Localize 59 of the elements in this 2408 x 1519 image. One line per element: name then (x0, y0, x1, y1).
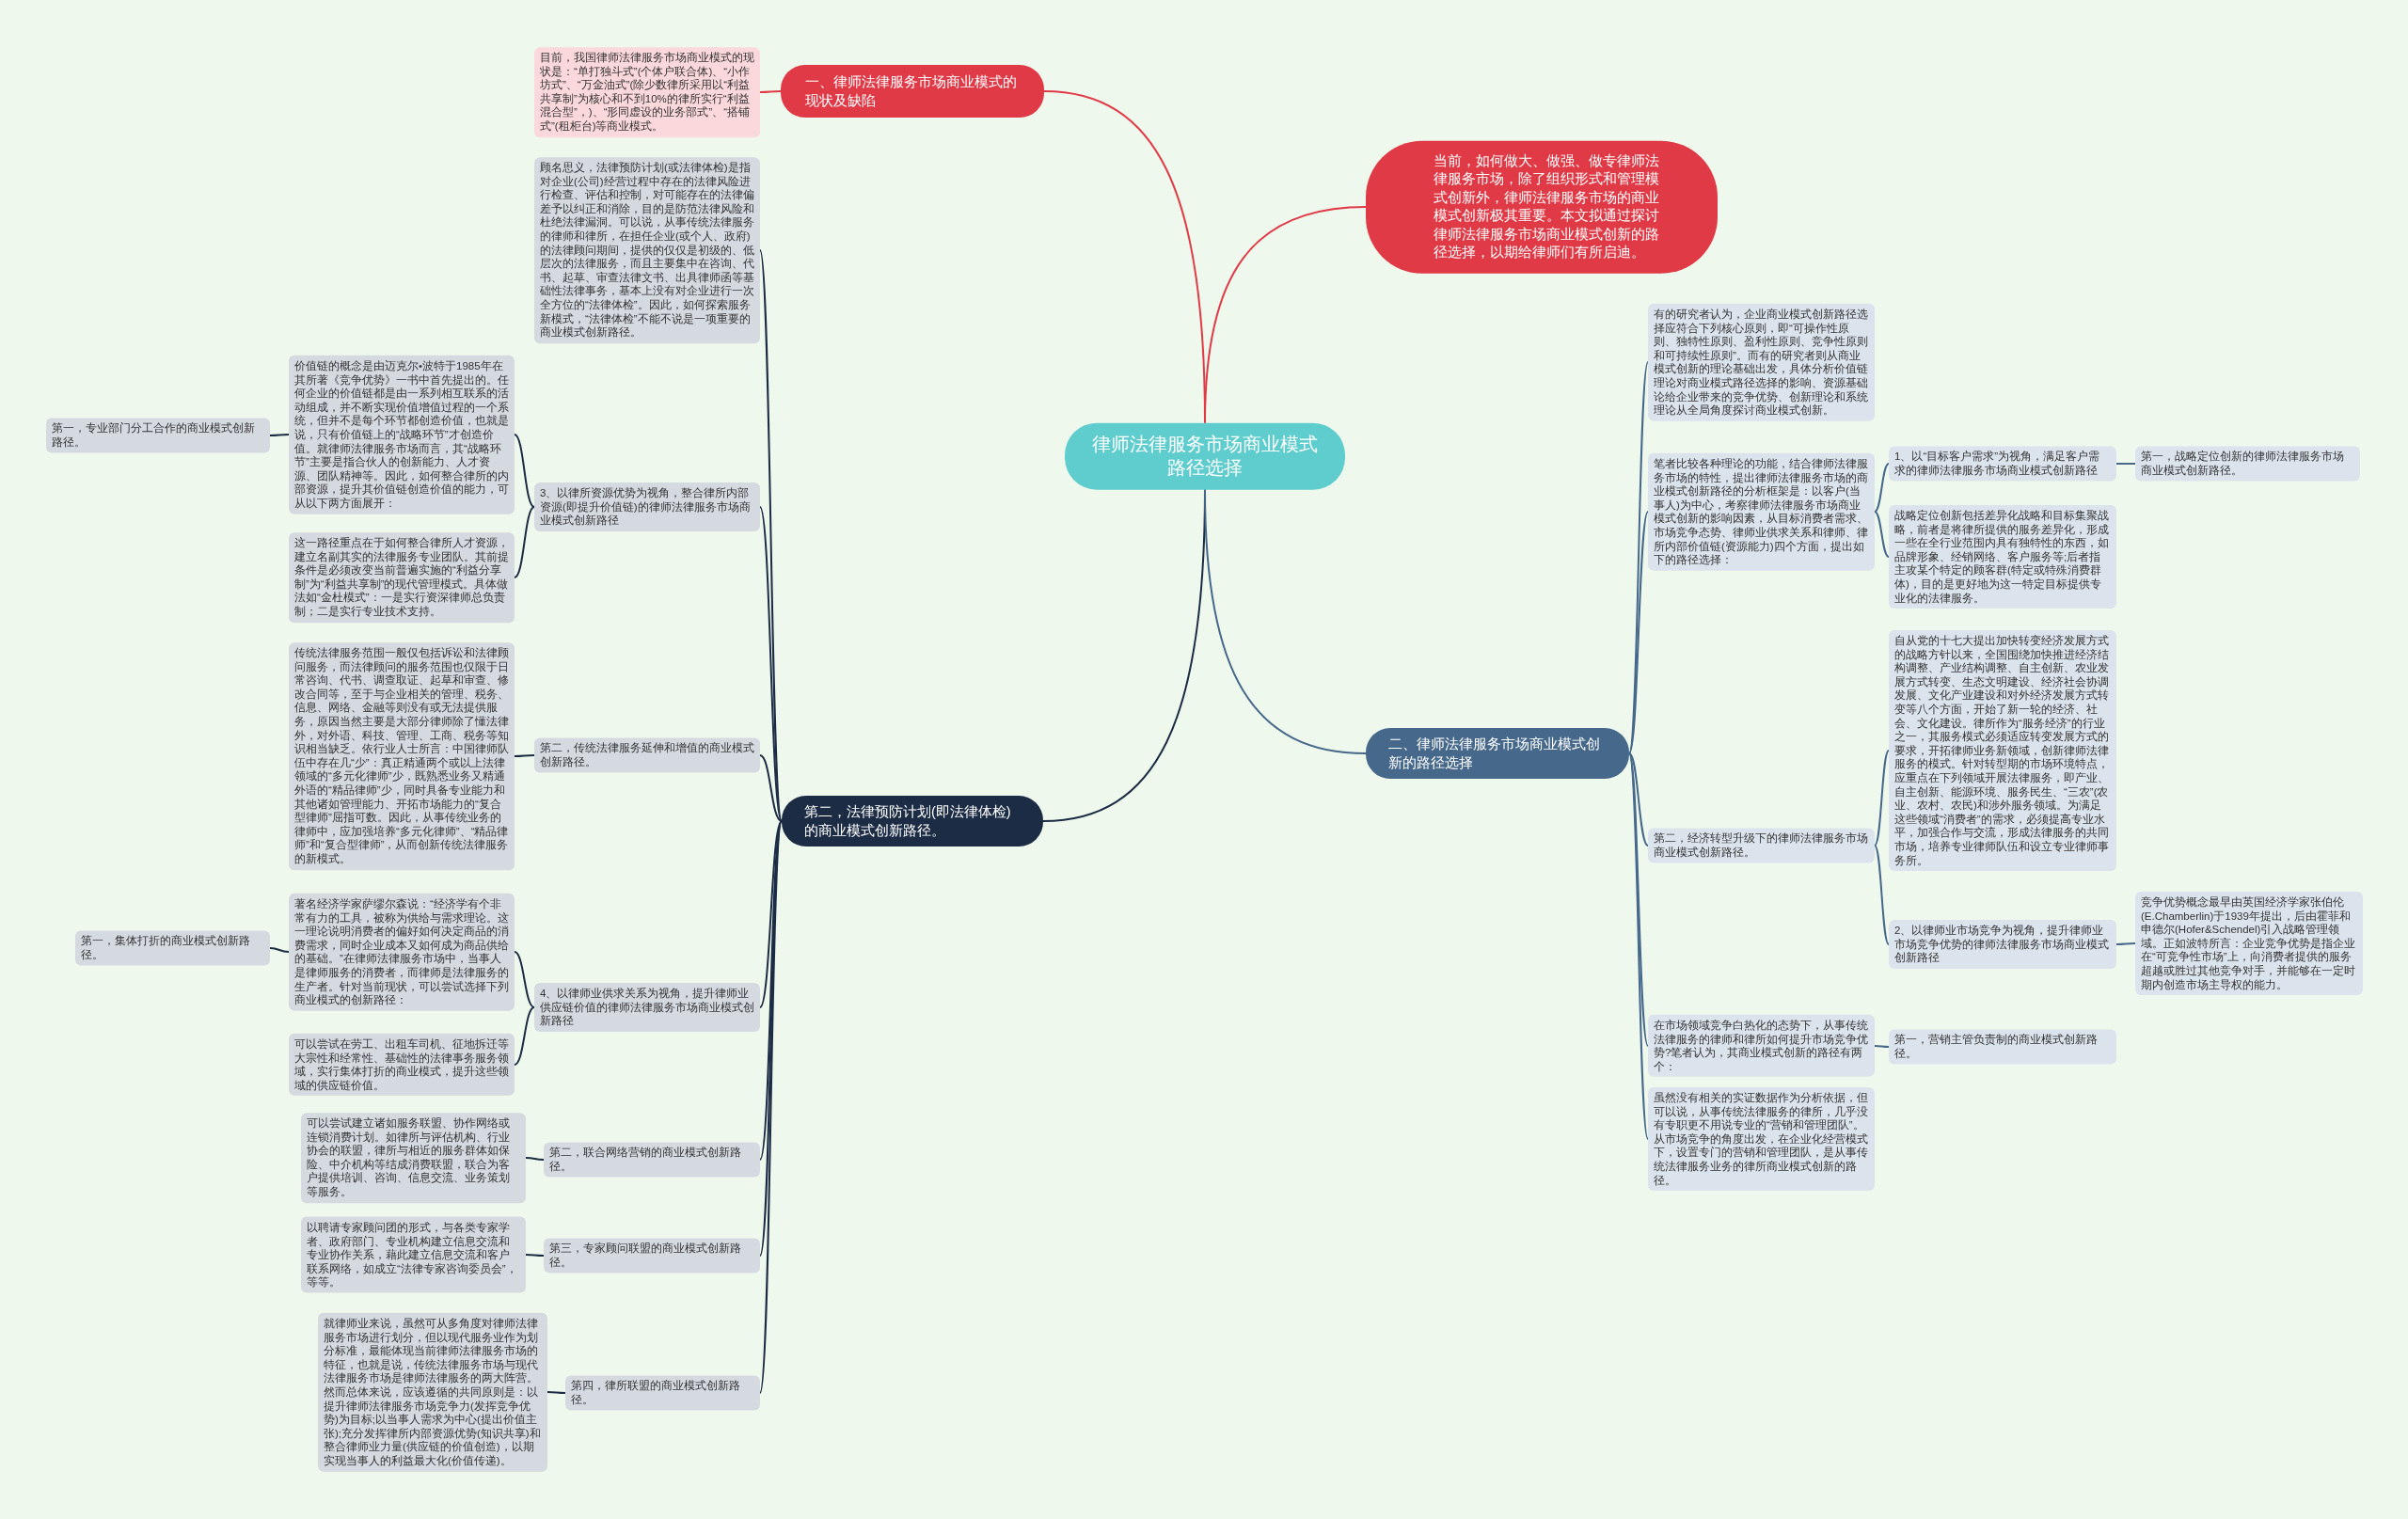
connector-line (1628, 511, 1649, 754)
topic-box: 自从党的十七大提出加快转变经济发展方式的战略方针以来，全国围绕加快推进经济结构调整、产业结构调整、自主创新、农业发展方式转变、生态文明建设、经济社会协调发展、文化产业建设和对外经济发展方式转变等八个方面，开始了新一轮的经济、社会、文化建设。律所作为“服务经济”的行业之一，其服务模式必须适应转变发展方式的要求，开拓律师业务新领域，创新律师法律服务的模式。针对转型期的市场环境特点，应重点在下列领域开展法律服务，即产业、自主创新、能源环境、服务民生、“三农”(农业、农村、农民)和涉外服务领域。为满足这些领域“消费者”的需求，必须提高专业水平，加强合作与交流，形成法律服务的共同市场，培养专业律师队伍和设立专业律师事务所。 (1889, 629, 2116, 872)
connector-line (1204, 488, 1367, 754)
connector-line (759, 90, 782, 93)
topic-box: 就律师业来说，虽然可从多角度对律师法律服务市场进行划分，但以现代服务业作为划分标准，最能体现当前律师法律服务市场的特征，也就是说，传统法律服务市场与现代法律服务市场是律师法律服务的两大阵营。然而总体来说，应该遵循的共同原则是：以提升律师法律服务市场竞争力(发挥竞争优势)为目标;以当事人需求为中心(提出价值主张);充分发挥律所内部资源优势(知识共享)和整合律师业力量(供应链的价值创造)，以期实现当事人的利益最大化(价值传递)。 (318, 1312, 547, 1472)
connector-line (1874, 750, 1890, 847)
topic-box: 第一，营销主管负责制的商业模式创新路径。 (1889, 1029, 2116, 1065)
topic-box: 第一，战略定位创新的律师法律服务市场商业模式创新路径。 (2135, 446, 2360, 482)
connector-line (514, 434, 535, 508)
branch-topic: 第二，法律预防计划(即法律体检)的商业模式创新路径。 (782, 796, 1043, 847)
connector-line (514, 951, 535, 1008)
connector-line (514, 1006, 535, 1066)
topic-box: 虽然没有相关的实证数据作为分析依据，但可以说，从事传统法律服务的律所，几乎没有专职更不用说专业的“营销和管理团队”。从市场竞争的角度出发，在企业化经营模式下，设置专门的营销和管理团队，是从事传统法律服务业务的律所商业模式创新的路径。 (1648, 1086, 1875, 1192)
connector-line (514, 754, 535, 757)
topic-box: 传统法律服务范围一般仅包括诉讼和法律顾问服务，而法律顾问的服务范围也仅限于日常咨询、代书、调查取证、起草和审查、修改合同等，至于与企业相关的管理、税务、信息、网络、金融等则没有或无法提供服务，原因当然主要是大部分律师除了懂法律外，对外语、科技、管理、工商、税务等知识相当缺乏。依行业人士所言：中国律师队伍中存在几“少”：真正精通两个或以上法律领域的“多元化律师”少，既熟悉业务又精通外语的“精品律师”少，同时具备专业能力和其他诸如管理能力、开拓市场能力的“复合型律师”屈指可数。因此，从事传统业务的律师中，应加强培养“多元化律师”、“精品律师”和“复合型律师”，从而创新传统法律服务的新模式。 (289, 642, 515, 870)
connector-line (1628, 752, 1649, 847)
topic-box: 有的研究者认为，企业商业模式创新路径选择应符合下列核心原则，即“可操作性原则、独特性原则、盈利性原则、竞争性原则和可持续性原则”。而有的研究者则从商业模式创新的理论基础出发，具体分析价值链理论对商业模式路径选择的影响、资源基础论给企业带来的竞争优势、创新理论和系统理论从全局角度探讨商业模式创新。 (1648, 303, 1875, 421)
connector-line (1874, 845, 1890, 945)
connector-line (1874, 463, 1890, 513)
topic-box: 在市场领域竞争白热化的态势下，从事传统法律服务的律师和律所如何提升市场竞争优势?笔者认为，其商业模式创新的路径有两个： (1648, 1014, 1875, 1078)
topic-box: 以聘请专家顾问团的形式，与各类专家学者、政府部门、专业机构建立信息交流和专业协作关系，藉此建立信息交流和客户联系网络，如成立“法律专家咨询委员会”，等等。 (301, 1216, 526, 1293)
connector-line (2115, 942, 2136, 945)
connector-line (525, 1157, 545, 1161)
topic-box: 价值链的概念是由迈克尔•波特于1985年在其所著《竞争优势》一书中首先提出的。任何企业的价值链都是由一系列相互联系的活动组成，并不断实现价值增值过程的一个系统，但并不是每个环节都创造价值，也就是说，只有价值链上的“战略环节”才创造价值。就律师法律服务市场而言，其“战略环节”主要是指合伙人的创新能力、人才资源、团队精神等。因此，如何整合律所的内部资源，提升其价值链创造价值的能力，可从以下两方面展开： (289, 355, 515, 514)
connector-line (269, 434, 290, 436)
connector-line (1874, 1045, 1890, 1048)
connector-line (269, 947, 290, 953)
connector-line (2115, 463, 2136, 465)
topic-box: 第二，传统法律服务延伸和增值的商业模式创新路径。 (534, 737, 760, 773)
topic-box: 第二，联合网络营销的商业模式创新路径。 (544, 1142, 760, 1178)
topic-box: 第二，经济转型升级下的律师法律服务市场商业模式创新路径。 (1648, 828, 1875, 863)
topic-box: 3、以律所资源优势为视角，整合律所内部资源(即提升价值链)的律师法律服务市场商业模式创新路径 (534, 483, 760, 531)
topic-box: 2、以律师业市场竞争为视角，提升律师业市场竞争优势的律师法律服务市场商业模式创新路径 (1889, 920, 2116, 969)
topic-box: 第一，专业部门分工合作的商业模式创新路径。 (46, 418, 270, 453)
topic-box: 第四，律所联盟的商业模式创新路径。 (565, 1375, 760, 1411)
branch-topic: 二、律师法律服务市场商业模式创新的路径选择 (1366, 728, 1629, 779)
topic-box: 笔者比较各种理论的功能，结合律师法律服务市场的特性，提出律师法律服务市场的商业模式创新路径的分析框架是：以客户(当事人)为中心，考察律师法律服务市场商业模式创新的影响因素，从目标消费者需求、市场竞争态势、律师业供求关系和律师、律所内部价值链(资源能力)四个方面，提出如下的路径选择： (1648, 452, 1875, 571)
connector-line (759, 506, 783, 822)
connector-line (525, 1254, 545, 1257)
topic-box: 这一路径重点在于如何整合律所人才资源，建立名副其实的法律服务专业团队。其前提条件是必须改变当前普遍实施的“利益分享制”为“利益共享制”的现代管理模式。具体做法如“金杜模式”：一是实行资深律师总负责制；二是实行专业技术支持。 (289, 532, 515, 623)
topic-box: 著名经济学家萨缪尔森说：“经济学有个非常有力的工具，被称为供给与需求理论。这一理论说明消费者的偏好如何决定商品的消费需求，同时企业成本又如何成为商品供给的基础。”在律师法律服务市场中，当事人是律师服务的消费者，而律师是法律服务的生产者。针对当前现状，可以尝试选择下列商业模式的创新路径： (289, 893, 515, 1011)
topic-box: 顾名思义，法律预防计划(或法律体检)是指对企业(公司)经营过程中存在的法律风险进行检查、评估和控制，对可能存在的法律偏差予以纠正和消除，目的是防范法律风险和杜绝法律漏洞。可以说，从事传统法律服务的律师和律所，在担任企业(或个人、政府)的法律顾问期间，提供的仅仅是初级的、低层次的法律服务，而且主要集中在咨询、代书、起草、审查法律文书、出具律师函等基础性法律事务，基本上没有对企业进行一次全方位的“法律体检”。因此，如何探索服务新模式，“法律体检”不能不说是一项重要的商业模式创新路径。 (534, 157, 760, 343)
connector-line (547, 1391, 566, 1394)
intro-bubble: 当前，如何做大、做强、做专律师法律服务市场，除了组织形式和管理模式创新外，律师法律服务市场的商业模式创新极其重要。本文拟通过探讨律师法律服务市场商业模式创新的路径选择，以期给律师们有所启迪。 (1366, 140, 1718, 274)
connector-line (759, 820, 783, 1008)
connector-line (759, 754, 783, 822)
topic-box: 可以尝试建立诸如服务联盟、协作网络或连锁消费计划。如律所与评估机构、行业协会的联盟，律所与相近的服务群体如保险、中介机构等结成消费联盟，联合为客户提供培训、咨询、信息交流、业务策划等服务。 (301, 1113, 526, 1203)
topic-box: 可以尝试在劳工、出租车司机、征地拆迁等大宗性和经常性、基础性的法律事务服务领域，实行集体打折的商业模式，提升这些领域的供应链价值。 (289, 1033, 515, 1097)
topic-box: 竞争优势概念最早由英国经济学家张伯伦(E.Chamberlin)于1939年提出，后由霍菲和申德尔(Hofer&Schendel)引入战略管理领域。正如波特所言：企业竞争优势是指企业在“可竞争性市场”上，向消费者提供的服务超越或胜过其他竞争对手，并能够在一定时期内创造市场主导权的能力。 (2135, 891, 2363, 996)
topic-box: 战略定位创新包括差异化战略和目标集聚战略，前者是将律所提供的服务差异化，形成一些在全行业范围内具有独特性的东西，如品牌形象、经销网络、客户服务等;后者指主攻某个特定的顾客群(特定或特殊消费群体)，目的是更好地为这一特定目标提供专业化的法律服务。 (1889, 504, 2116, 609)
topic-box: 第三，专家顾问联盟的商业模式创新路径。 (544, 1238, 760, 1274)
topic-box: 第一，集体打折的商业模式创新路径。 (75, 930, 270, 966)
branch-topic: 一、律师法律服务市场商业模式的现状及缺陷 (781, 65, 1044, 118)
topic-box: 1、以“目标客户需求”为视角，满足客户需求的律师法律服务市场商业模式创新路径 (1889, 446, 2116, 482)
connector-line (1874, 511, 1890, 558)
connector-line (514, 506, 535, 578)
central-topic: 律师法律服务市场商业模式路径选择 (1065, 422, 1345, 490)
note-box: 目前，我国律师法律服务市场商业模式的现状是：“单打独斗式”(个体户联合体)、“小作坊式”、“万金油式”(除少数律所采用以“利益共享制”为核心和不到10%的律所实行“利益混合型”，)、“形同虚设的业务部式”、“搭铺式”(租柜台)等商业模式。 (534, 47, 760, 137)
topic-box: 4、以律师业供求关系为视角，提升律师业供应链价值的律师法律服务市场商业模式创新路径 (534, 983, 760, 1032)
